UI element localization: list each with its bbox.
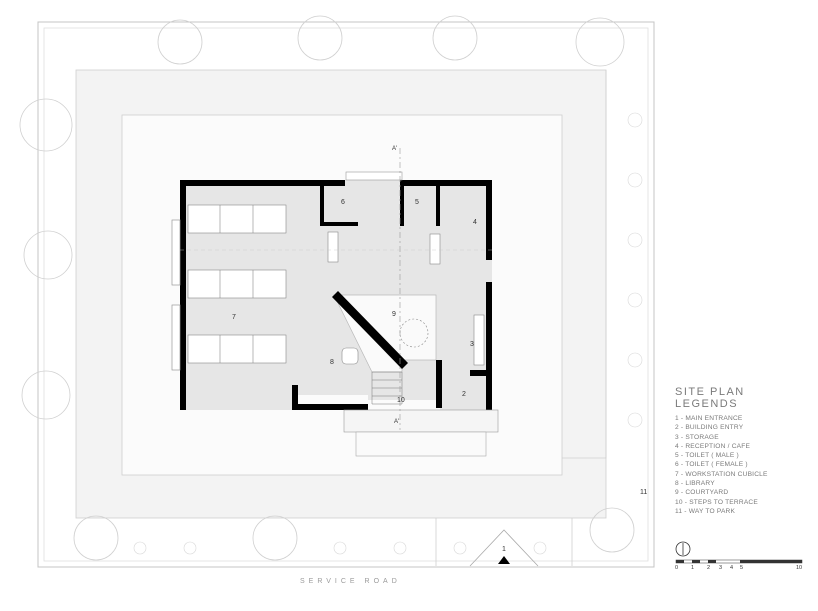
hedge-shrubs: [133, 112, 643, 555]
section-mark-top: A': [392, 146, 398, 152]
legend-item: 6 - TOILET ( FEMALE ): [675, 461, 748, 469]
west-window-1: [171, 219, 181, 286]
label-library: 8: [330, 359, 334, 366]
legend-item: 5 - TOILET ( MALE ): [675, 452, 739, 460]
label-reception: 4: [473, 219, 477, 226]
scale-tick-5: 5: [740, 565, 744, 571]
label-toilet-male: 5: [415, 199, 419, 206]
label-storage: 3: [470, 341, 474, 348]
entry-platform: [343, 409, 499, 433]
library-table: [341, 347, 359, 365]
trees: [19, 15, 635, 561]
section-mark-bottom: A': [394, 419, 400, 425]
label-steps: 10: [397, 397, 405, 404]
west-window-2: [171, 304, 181, 371]
reception-counter-2: [429, 233, 441, 265]
site-boundary: [37, 21, 655, 568]
legend-subtitle: LEGENDS: [675, 398, 739, 410]
legend-list: 1 - MAIN ENTRANCE 2 - BUILDING ENTRY 3 -…: [675, 414, 815, 516]
entry-steps: [355, 431, 487, 457]
reception-counter-1: [327, 231, 339, 263]
courtyard-tree: [399, 318, 429, 348]
scale-bar: [675, 559, 803, 564]
north-arrow-icon: [675, 541, 691, 557]
label-main-entrance: 1: [502, 546, 506, 553]
pathway: [562, 70, 607, 459]
label-toilet-female: 6: [341, 199, 345, 206]
scale-tick-2: 2: [707, 565, 711, 571]
scale-tick-3: 3: [719, 565, 723, 571]
scale-tick-10: 10: [796, 565, 803, 571]
legend-item: 7 - WORKSTATION CUBICLE: [675, 470, 768, 478]
legend-item: 9 - COURTYARD: [675, 489, 729, 497]
label-building-entry: 2: [462, 391, 466, 398]
legend-item: 2 - BUILDING ENTRY: [675, 424, 744, 432]
legend-item: 8 - LIBRARY: [675, 480, 715, 488]
legend-item: 3 - STORAGE: [675, 433, 719, 441]
legend-item: 11 - WAY TO PARK: [675, 507, 736, 515]
legend-panel: SITE PLAN LEGENDS 1 - MAIN ENTRANCE 2 - …: [675, 386, 815, 516]
label-courtyard: 9: [392, 311, 396, 318]
service-road-label: SERVICE ROAD: [300, 578, 401, 585]
workstation-desks: [187, 204, 287, 364]
plot-inner-boundary: [43, 27, 649, 562]
legend-item: 10 - STEPS TO TERRACE: [675, 498, 758, 506]
storage-shelf: [473, 314, 485, 366]
label-workstation: 7: [232, 314, 236, 321]
stairs: [371, 371, 403, 405]
north-canopy: [345, 171, 403, 181]
scale-tick-4: 4: [730, 565, 734, 571]
walls: [180, 180, 492, 412]
legend-title: SITE PLAN: [675, 386, 745, 398]
scale-tick-1: 1: [691, 565, 695, 571]
entrance-gate: [469, 529, 539, 567]
scale-tick-0: 0: [675, 565, 679, 571]
park-path: [435, 518, 573, 566]
legend-item: 1 - MAIN ENTRANCE: [675, 415, 743, 422]
entry-arrow-icon: [498, 556, 510, 564]
label-park: 11: [640, 489, 648, 496]
legend-item: 4 - RECEPTION / CAFE: [675, 442, 751, 450]
